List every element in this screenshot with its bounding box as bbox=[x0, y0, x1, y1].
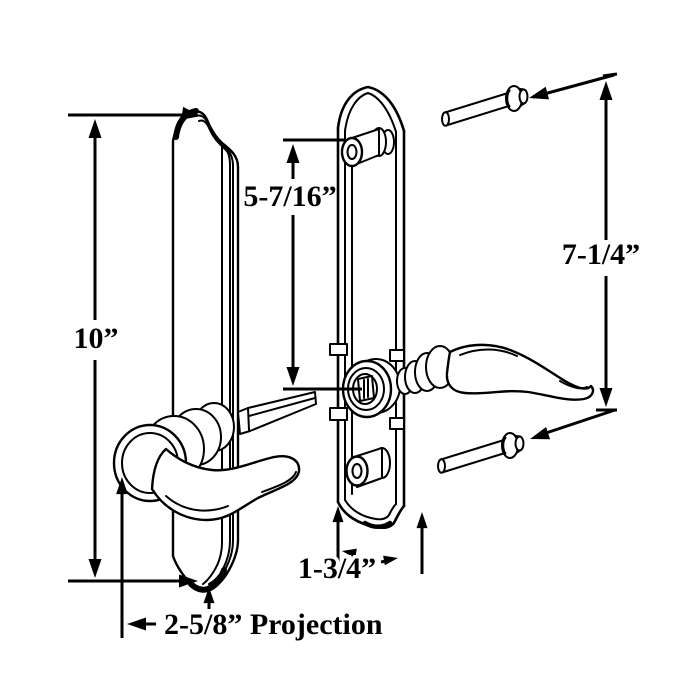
right-lever-handle bbox=[396, 343, 595, 401]
left-lever-grip bbox=[150, 447, 301, 522]
dim-plate-height: 10” bbox=[68, 106, 215, 609]
dim-plate-width: 1-3/4” bbox=[294, 506, 428, 589]
cylinder-rosette bbox=[341, 358, 401, 419]
bottom-mounting-post bbox=[345, 447, 391, 488]
dim-screw-spacing: 7-1/4” bbox=[527, 72, 640, 446]
edge-clip bbox=[329, 407, 348, 421]
plate-bottom-accent bbox=[188, 567, 227, 593]
edge-clip bbox=[389, 349, 405, 362]
spindle-bar bbox=[237, 391, 317, 435]
left-lever-handle bbox=[112, 402, 301, 522]
dimension-label-center-spacing: 5-7/16” bbox=[243, 180, 336, 213]
center-backplate bbox=[329, 85, 406, 530]
dim-center-spacing: 5-7/16” bbox=[243, 138, 362, 391]
cylinder-core bbox=[357, 375, 375, 402]
dimension-label-height: 10” bbox=[74, 322, 119, 355]
edge-clip bbox=[329, 343, 348, 356]
dim-projection: 2-5/8” Projection bbox=[116, 477, 383, 641]
center-plate-bottom-accent bbox=[362, 520, 393, 529]
bottom-screw bbox=[437, 432, 525, 474]
top-screw bbox=[441, 85, 529, 127]
dimension-label-projection: 2-5/8” Projection bbox=[164, 608, 383, 641]
edge-clip bbox=[389, 417, 405, 430]
top-mounting-post bbox=[340, 127, 395, 168]
right-lever-grip bbox=[445, 343, 595, 401]
dimension-label-screw-spacing: 7-1/4” bbox=[562, 238, 640, 271]
dimension-label-width: 1-3/4” bbox=[298, 552, 376, 585]
